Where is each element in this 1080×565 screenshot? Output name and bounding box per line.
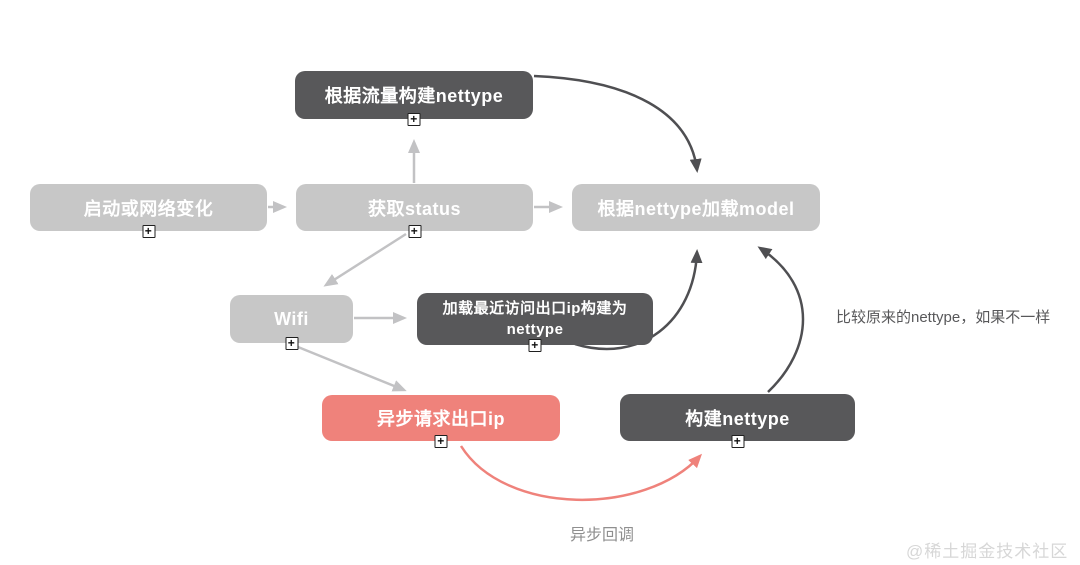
node-build-nettype-from-traffic[interactable]: 根据流量构建nettype + (295, 71, 533, 126)
edge-build-to-model-curve (757, 246, 805, 393)
node-label: Wifi (274, 308, 309, 329)
node-label: 异步请求出口ip (377, 409, 505, 429)
edge-status-to-wifi (323, 232, 407, 287)
juejin-watermark: @稀土掘金技术社区 (906, 542, 1069, 561)
edge-loadip-to-model-curve (574, 249, 703, 351)
expand-icon[interactable]: + (731, 435, 744, 448)
node-wifi[interactable]: Wifi + (230, 295, 353, 350)
node-get-status[interactable]: 获取status + (296, 184, 533, 238)
async-callback-edge-label: 异步回调 (570, 527, 635, 544)
node-label: 启动或网络变化 (83, 198, 214, 219)
node-label: 构建nettype (685, 408, 790, 429)
node-build-nettype[interactable]: 构建nettype + (620, 394, 855, 448)
node-label: 加载最近访问出口ip构建为 nettype (442, 300, 628, 338)
node-start-or-network-change[interactable]: 启动或网络变化 + (30, 184, 267, 238)
node-label: 获取status (367, 198, 461, 219)
edge-asyncreq-to-build-curve (459, 445, 703, 501)
node-async-request-exit-ip[interactable]: 异步请求出口ip + (322, 395, 560, 448)
compare-nettype-note: 比较原来的nettype，如果不一样 (836, 309, 1051, 326)
expand-icon[interactable]: + (407, 113, 421, 126)
expand-icon[interactable]: + (142, 225, 155, 238)
edge-wifi-to-asyncreq (297, 345, 407, 392)
expand-icon[interactable]: + (434, 435, 448, 448)
node-load-model-by-nettype[interactable]: 根据nettype加载model (572, 184, 820, 231)
node-label: 根据流量构建nettype (324, 86, 504, 106)
edge-traffic-to-model-curve (533, 74, 702, 173)
node-label: 根据nettype加载model (597, 198, 795, 219)
node-load-recent-exit-ip[interactable]: 加载最近访问出口ip构建为 nettype + (417, 293, 653, 352)
expand-icon[interactable]: + (285, 337, 298, 350)
expand-icon[interactable]: + (408, 225, 421, 238)
expand-icon[interactable]: + (528, 339, 542, 352)
